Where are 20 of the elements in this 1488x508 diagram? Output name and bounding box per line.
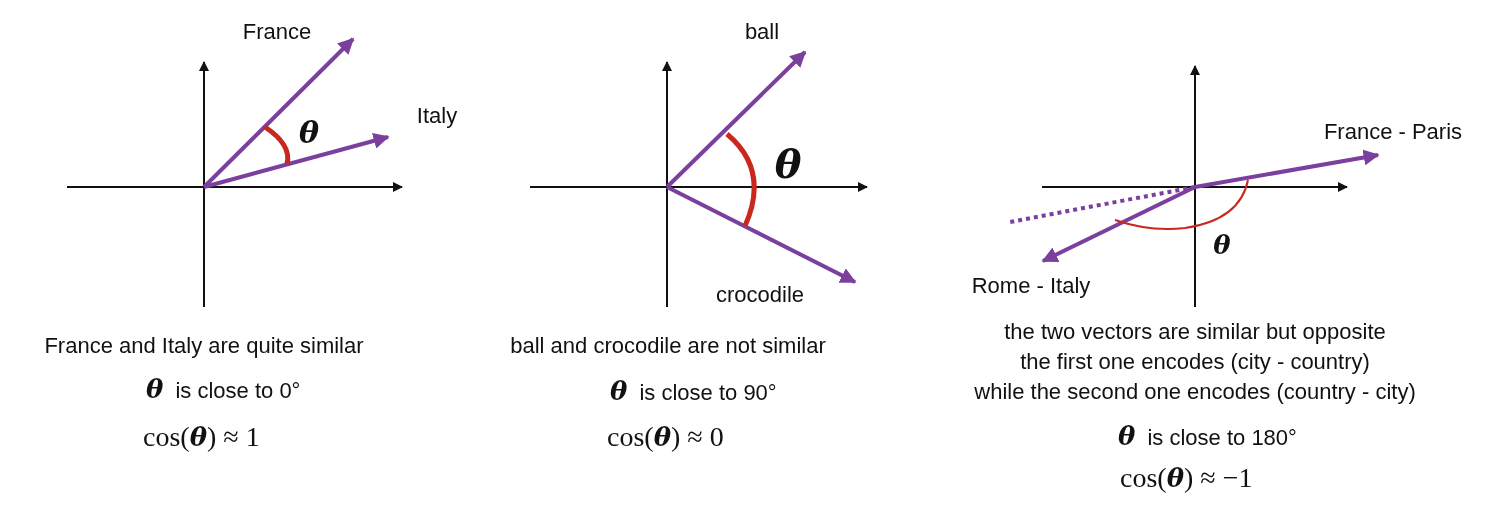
caption-text: while the second one encodes (country - city) bbox=[974, 379, 1416, 405]
caption-text: θ is close to 180° bbox=[1118, 423, 1297, 451]
formula-text: cos(θ) ≈ 0 bbox=[607, 421, 724, 453]
angle-symbol: θ bbox=[774, 139, 802, 187]
vector-label: Italy bbox=[416, 103, 458, 129]
vector-label: crocodile bbox=[716, 282, 804, 308]
angle-symbol: θ bbox=[1213, 230, 1231, 260]
caption-text: France and Italy are quite similar bbox=[44, 333, 364, 359]
caption-text: ball and crocodile are not similar bbox=[510, 333, 826, 359]
caption-text: the first one encodes (city - country) bbox=[1020, 349, 1370, 375]
vector-label: Rome - Italy bbox=[971, 273, 1091, 299]
formula-text: cos(θ) ≈ 1 bbox=[143, 421, 260, 453]
caption-text: θ is close to 90° bbox=[610, 378, 777, 406]
caption-text: the two vectors are similar but opposite bbox=[1004, 319, 1386, 345]
formula-text: cos(θ) ≈ −1 bbox=[1120, 462, 1253, 494]
angle-symbol: θ bbox=[299, 114, 319, 150]
vector-label: France - Paris bbox=[1323, 119, 1463, 145]
caption-text: θ is close to 0° bbox=[146, 376, 301, 404]
vector-label: ball bbox=[744, 19, 780, 45]
vector-label: France bbox=[242, 19, 312, 45]
